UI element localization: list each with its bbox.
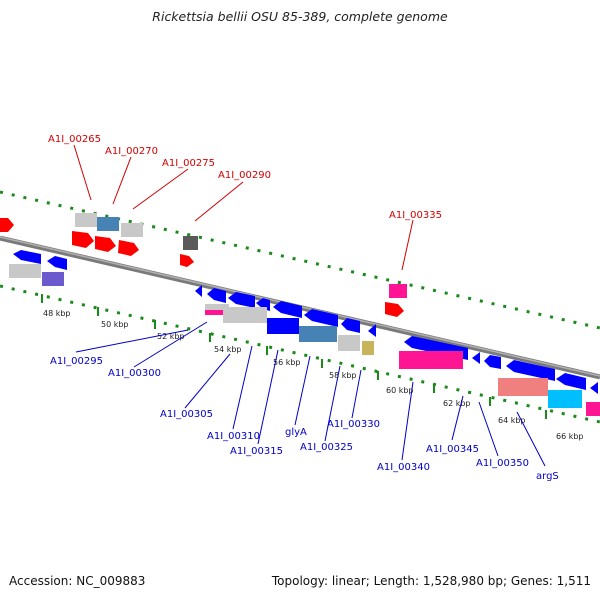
gene-label-A1I-00300[interactable]: A1I_00300 — [108, 368, 161, 379]
gene-label-A1I-00350[interactable]: A1I_00350 — [476, 458, 529, 469]
gene-bar-pink[interactable] — [389, 284, 407, 298]
bottom-label-leaders — [75, 321, 546, 467]
gene-bar-pink[interactable] — [586, 402, 600, 416]
gene-label-A1I-00305[interactable]: A1I_00305 — [160, 409, 213, 420]
ruler-label: 66 kbp — [556, 432, 584, 441]
gene-label-A1I-00345[interactable]: A1I_00345 — [426, 444, 479, 455]
gene-label-A1I-00310[interactable]: A1I_00310 — [207, 431, 260, 442]
gene-label-A1I-00340[interactable]: A1I_00340 — [377, 462, 430, 473]
ruler-label: 60 kbp — [386, 386, 414, 395]
ruler-label: 64 kbp — [498, 416, 526, 425]
gene-label-glyA[interactable]: glyA — [285, 427, 307, 438]
gene-bar-steelblue[interactable] — [299, 326, 337, 342]
gene-bar-khaki[interactable] — [362, 341, 374, 355]
gene-bar-salmon[interactable] — [498, 378, 548, 396]
gene-bar-cyan[interactable] — [548, 390, 582, 408]
gene-arrow-red[interactable] — [0, 218, 14, 232]
gene-arrow-blue[interactable] — [556, 373, 586, 390]
gene-arrow-blue[interactable] — [13, 250, 41, 264]
upper-feature-track — [0, 213, 407, 317]
genome-stats-text: Topology: linear; Length: 1,528,980 bp; … — [271, 574, 591, 588]
ruler-label: 58 kbp — [329, 371, 357, 380]
gene-label-A1I-00275[interactable]: A1I_00275 — [162, 158, 215, 169]
gene-arrow-blue[interactable] — [47, 256, 67, 270]
ruler-label: 56 kbp — [273, 358, 301, 367]
gene-bar-darkgray[interactable] — [183, 236, 198, 250]
ruler-label: 48 kbp — [43, 309, 71, 318]
gene-arrow-red[interactable] — [95, 236, 116, 252]
gene-arrow-red[interactable] — [180, 254, 194, 267]
gene-arrow-blue[interactable] — [506, 360, 555, 381]
gene-bar-purple[interactable] — [42, 272, 64, 286]
gene-label-A1I-00330[interactable]: A1I_00330 — [327, 419, 380, 430]
gene-label-A1I-00315[interactable]: A1I_00315 — [230, 446, 283, 457]
gene-arrow-blue[interactable] — [195, 285, 202, 297]
gene-bar-gray[interactable] — [205, 304, 229, 310]
gene-arrow-blue[interactable] — [368, 324, 376, 337]
ruler-label: 62 kbp — [443, 399, 471, 408]
gene-bar-gray[interactable] — [223, 307, 267, 323]
gene-label-A1I-00295[interactable]: A1I_00295 — [50, 356, 103, 367]
gene-arrow-blue[interactable] — [590, 382, 598, 394]
gene-bar-gray[interactable] — [75, 213, 97, 227]
gene-arrow-red[interactable] — [118, 240, 139, 256]
gene-arrow-red[interactable] — [385, 302, 404, 317]
gene-bar-pink[interactable] — [205, 309, 223, 315]
ruler-ticks — [41, 294, 547, 419]
gene-label-A1I-00290[interactable]: A1I_00290 — [218, 170, 271, 181]
accession-text: Accession: NC_009883 — [9, 574, 146, 588]
gene-label-A1I-00270[interactable]: A1I_00270 — [105, 146, 158, 157]
gene-arrow-blue[interactable] — [207, 288, 226, 303]
gene-label-A1I-00265[interactable]: A1I_00265 — [48, 134, 101, 145]
gene-label-argS[interactable]: argS — [536, 471, 559, 482]
gene-label-A1I-00335[interactable]: A1I_00335 — [389, 210, 442, 221]
ruler-label: 50 kbp — [101, 320, 129, 329]
gene-arrow-blue[interactable] — [484, 355, 501, 369]
ruler-label: 54 kbp — [214, 345, 242, 354]
top-label-leaders — [73, 144, 414, 271]
gene-arrow-blue[interactable] — [472, 352, 480, 364]
gene-arrow-blue[interactable] — [273, 301, 302, 318]
gene-bar-steelblue[interactable] — [97, 217, 119, 231]
gene-arrow-blue[interactable] — [341, 318, 360, 333]
gene-arrow-red[interactable] — [72, 231, 94, 248]
gene-label-A1I-00325[interactable]: A1I_00325 — [300, 442, 353, 453]
gene-bar-gray[interactable] — [121, 223, 143, 237]
lower-feature-track — [9, 250, 600, 416]
gene-arrow-blue[interactable] — [304, 309, 338, 327]
ruler-label: 52 kbp — [157, 332, 185, 341]
gene-bar-gray[interactable] — [338, 335, 360, 351]
gene-arrow-blue[interactable] — [228, 292, 255, 308]
gene-bar-blue[interactable] — [267, 318, 299, 334]
gene-bar-pink[interactable] — [399, 351, 463, 369]
gene-bar-gray[interactable] — [9, 264, 41, 278]
map-title: Rickettsia bellii OSU 85-389, complete g… — [152, 9, 448, 24]
